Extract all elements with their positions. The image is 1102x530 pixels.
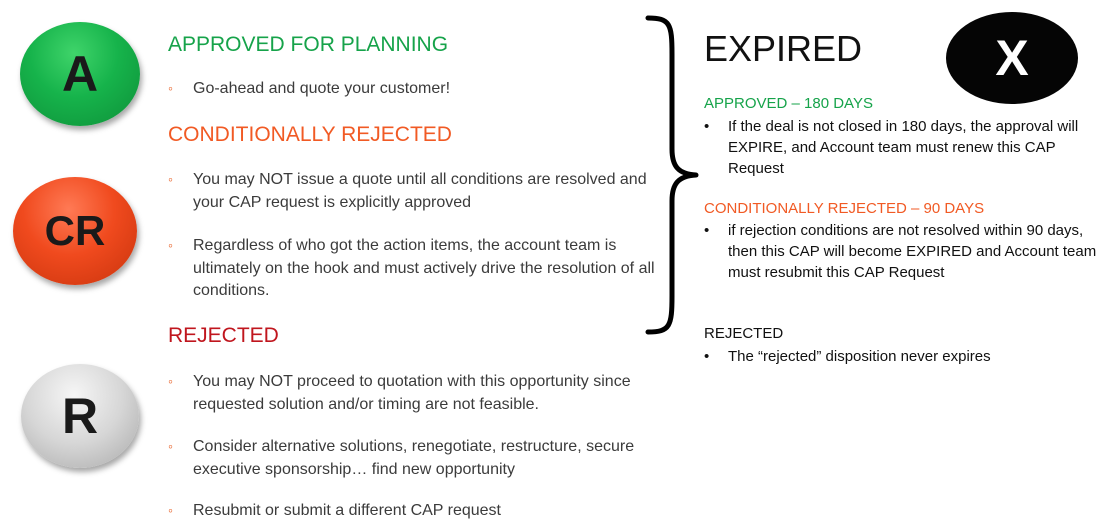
- conditionally-rejected-badge: CR: [13, 177, 137, 285]
- approved-badge: A: [20, 22, 140, 126]
- expired-conditional-bullet-text: if rejection conditions are not resolved…: [728, 222, 1097, 281]
- bullet-dot-icon: •: [704, 118, 710, 135]
- expired-badge-letter: X: [995, 30, 1029, 86]
- conditionally-rejected-heading: CONDITIONALLY REJECTED: [168, 123, 452, 146]
- bullet-marker-icon: ◦: [168, 80, 173, 96]
- expired-conditional-heading: CONDITIONALLY REJECTED – 90 DAYS: [704, 200, 985, 217]
- bullet-marker-icon: ◦: [168, 502, 173, 518]
- rejected-bullet-1: ◦ You may NOT proceed to quotation with …: [168, 371, 643, 416]
- expired-rejected-bullet: • The “rejected” disposition never expir…: [704, 346, 1098, 367]
- bullet-dot-icon: •: [704, 222, 710, 239]
- rejected-badge-letter: R: [61, 388, 99, 444]
- conditional-bullet-2: ◦ Regardless of who got the action items…: [168, 235, 663, 303]
- conditional-bullet-1: ◦ You may NOT issue a quote until all co…: [168, 169, 663, 214]
- conditional-bullet-2-text: Regardless of who got the action items, …: [193, 237, 655, 299]
- expired-rejected-heading: REJECTED: [704, 325, 784, 342]
- expired-approved-heading: APPROVED – 180 DAYS: [704, 95, 873, 112]
- bullet-marker-icon: ◦: [168, 237, 173, 253]
- rejected-bullet-2: ◦ Consider alternative solutions, renego…: [168, 436, 643, 481]
- rejected-bullet-3-text: Resubmit or submit a different CAP reque…: [193, 502, 501, 519]
- approved-badge-letter: A: [61, 46, 99, 102]
- expired-badge: X: [946, 12, 1078, 104]
- curly-brace-icon: [645, 15, 699, 335]
- rejected-bullet-2-text: Consider alternative solutions, renegoti…: [193, 438, 635, 478]
- rejected-badge: R: [21, 364, 139, 468]
- expired-rejected-bullet-text: The “rejected” disposition never expires: [728, 348, 991, 365]
- expired-conditional-bullet: • if rejection conditions are not resolv…: [704, 220, 1100, 283]
- expired-title: EXPIRED: [704, 28, 863, 69]
- conditionally-rejected-badge-letter: CR: [44, 207, 106, 254]
- rejected-bullet-3: ◦ Resubmit or submit a different CAP req…: [168, 500, 643, 523]
- rejected-heading: REJECTED: [168, 324, 279, 347]
- bullet-marker-icon: ◦: [168, 373, 173, 389]
- expired-approved-bullet-text: If the deal is not closed in 180 days, t…: [728, 118, 1079, 177]
- rejected-bullet-1-text: You may NOT proceed to quotation with th…: [193, 373, 631, 413]
- expired-approved-bullet: • If the deal is not closed in 180 days,…: [704, 116, 1098, 179]
- bullet-dot-icon: •: [704, 348, 710, 365]
- conditional-bullet-1-text: You may NOT issue a quote until all cond…: [193, 171, 647, 211]
- approved-bullet-1-text: Go-ahead and quote your customer!: [193, 80, 451, 97]
- bullet-marker-icon: ◦: [168, 171, 173, 187]
- approved-heading: APPROVED FOR PLANNING: [168, 33, 449, 56]
- approved-bullet-1: ◦ Go-ahead and quote your customer!: [168, 78, 623, 101]
- bullet-marker-icon: ◦: [168, 438, 173, 454]
